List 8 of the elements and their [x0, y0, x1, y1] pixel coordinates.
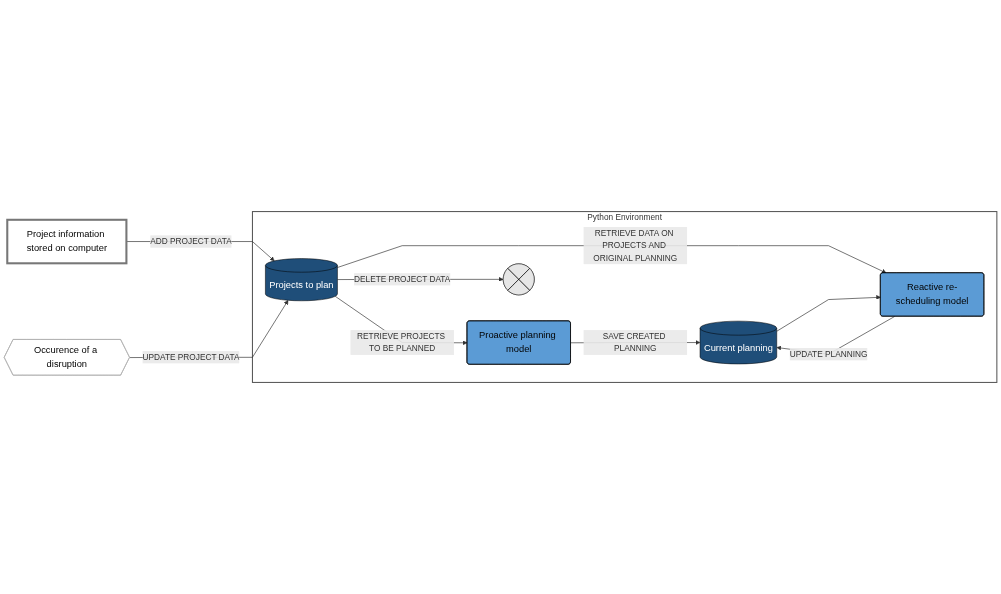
edge-label: UPDATE PLANNING	[789, 349, 868, 359]
edge-label: DELETE PROJECT DATA	[354, 274, 451, 284]
edge-label: ADD PROJECT DATA	[150, 236, 232, 246]
edge-label: RETRIEVE DATA ON PROJECTS AND ORIGINAL PLANNING	[593, 228, 678, 263]
node-box: Project information stored on computer	[6, 218, 128, 265]
edge-label: SAVE CREATED PLANNING	[602, 331, 666, 353]
edge-label: RETRIEVE PROJECTS TO BE PLANNED	[357, 331, 446, 353]
edge-label: UPDATE PROJECT DATA	[142, 352, 240, 362]
